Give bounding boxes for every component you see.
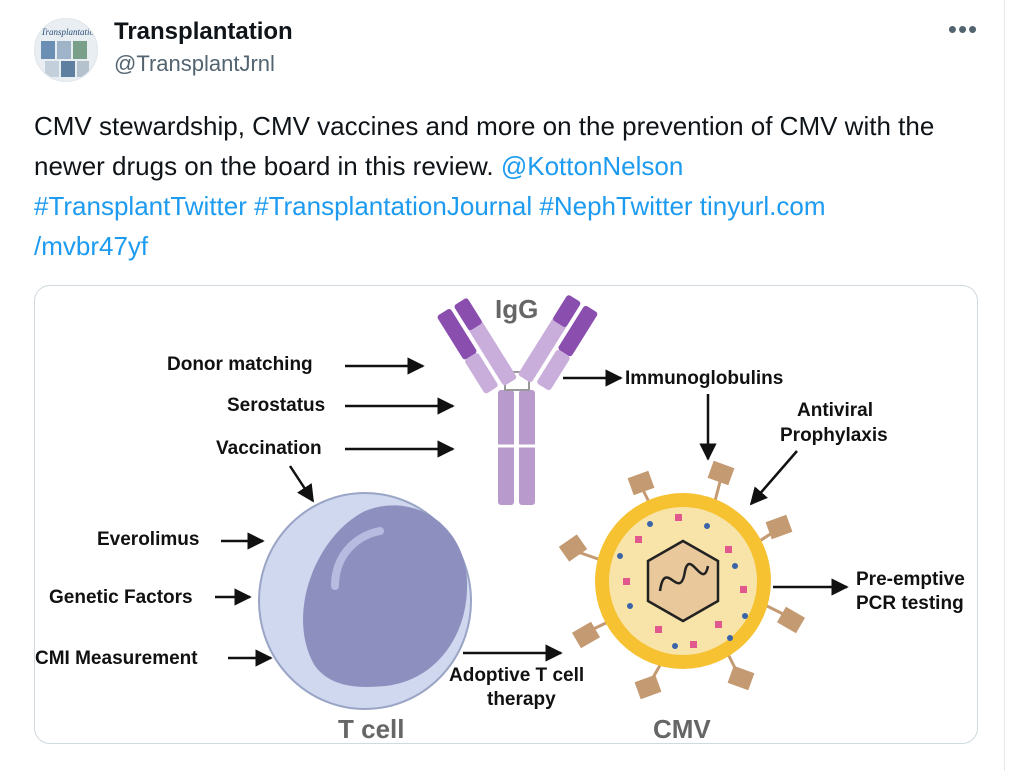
hashtag-link[interactable]: #TransplantTwitter: [34, 191, 247, 221]
url-link[interactable]: tinyurl.com/mvbr47yf: [34, 191, 826, 261]
antibody-icon: [437, 295, 598, 505]
tweet-text: CMV stewardship, CMV vaccines and more o…: [34, 106, 964, 266]
label-adoptive-t-cell: Adoptive T cell: [449, 665, 584, 686]
label-pcr-testing: PCR testing: [856, 593, 964, 614]
label-preemptive: Pre-emptive: [856, 569, 965, 590]
mention-link[interactable]: @KottonNelson: [500, 151, 684, 181]
hashtag-link[interactable]: #TransplantationJournal: [254, 191, 533, 221]
label-genetic-factors: Genetic Factors: [49, 587, 193, 608]
label-everolimus: Everolimus: [97, 529, 199, 550]
label-donor-matching: Donor matching: [167, 354, 313, 375]
label-cmi-measurement: CMI Measurement: [35, 648, 198, 669]
cmv-virus-icon: [558, 460, 806, 700]
url-link-part2: /mvbr47yf: [34, 231, 149, 261]
tweet-body: CMV stewardship, CMV vaccines and more o…: [34, 111, 935, 181]
column-divider: [1004, 0, 1005, 771]
hashtag-link[interactable]: #NephTwitter: [539, 191, 693, 221]
url-link-part1: tinyurl.com: [699, 191, 826, 221]
avatar-logo-text: Transplantation: [41, 27, 97, 37]
label-serostatus: Serostatus: [227, 395, 325, 416]
label-therapy: therapy: [487, 689, 556, 710]
label-immunoglobulins: Immunoglobulins: [625, 368, 783, 389]
label-prophylaxis: Prophylaxis: [780, 425, 888, 446]
more-horizontal-icon[interactable]: •••: [947, 14, 979, 44]
label-igg: IgG: [495, 294, 538, 324]
tweet-image[interactable]: IgG T cell: [34, 285, 978, 744]
label-cmv: CMV: [653, 714, 711, 743]
label-antiviral: Antiviral: [797, 400, 873, 421]
account-avatar[interactable]: Transplantation: [34, 18, 98, 82]
cmv-prevention-diagram: IgG T cell: [35, 294, 965, 743]
account-name[interactable]: Transplantation: [114, 18, 293, 45]
label-tcell: T cell: [338, 714, 404, 743]
t-cell-icon: [258, 492, 472, 710]
label-vaccination: Vaccination: [216, 438, 322, 459]
account-handle[interactable]: @TransplantJrnl: [114, 51, 275, 76]
